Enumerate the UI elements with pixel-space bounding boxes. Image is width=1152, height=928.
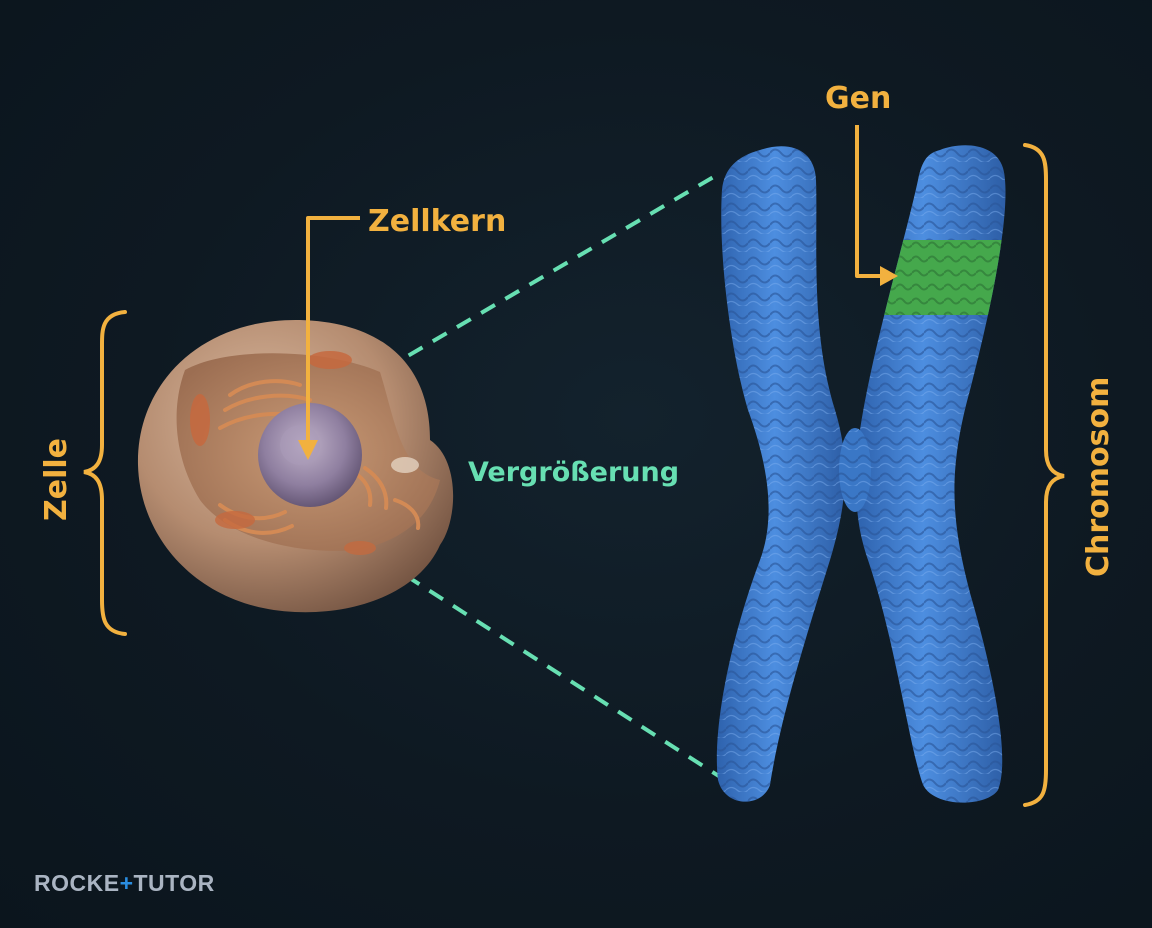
mitochondrion	[215, 511, 255, 529]
chromosome-illustration	[716, 145, 1006, 803]
mitochondrion	[308, 351, 352, 369]
mitochondrion	[190, 394, 210, 446]
chromosome-left-texture	[716, 146, 846, 802]
vesicle	[391, 457, 419, 473]
rocketutor-logo: ROCKE+TUTOR	[34, 870, 215, 897]
zelle-label: Zelle	[39, 438, 74, 521]
vergroesserung-label: Vergrößerung	[468, 457, 679, 488]
gen-arrowhead	[880, 266, 898, 286]
gen-pointer	[855, 125, 882, 278]
logo-text-rocke: ROCKE	[34, 870, 120, 896]
mitochondrion	[344, 541, 376, 555]
zellkern-label: Zellkern	[368, 204, 506, 239]
cell-illustration	[137, 319, 454, 613]
chromosom-brace	[1023, 143, 1065, 807]
zoom-line-top	[310, 170, 724, 414]
zellkern-pointer	[306, 216, 360, 440]
gen-arrow-line	[855, 125, 882, 278]
logo-text-tutor: TUTOR	[133, 870, 215, 896]
zellkern-arrow-line	[306, 216, 360, 440]
zelle-brace	[83, 310, 127, 636]
gen-label: Gen	[825, 81, 891, 116]
zellkern-arrowhead	[298, 440, 318, 460]
chromosom-label: Chromosom	[1081, 377, 1116, 577]
logo-plus: +	[119, 870, 134, 896]
